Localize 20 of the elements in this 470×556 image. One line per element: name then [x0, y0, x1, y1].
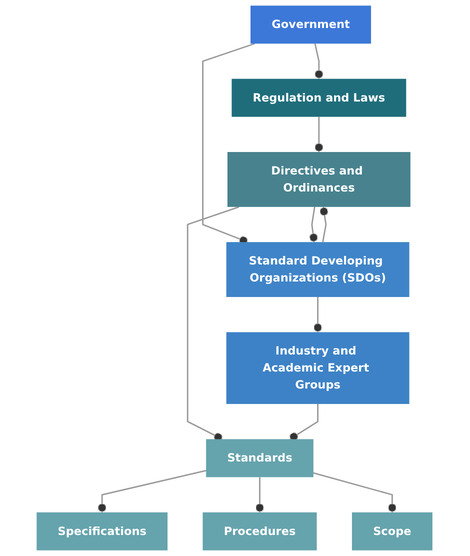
connector	[290, 404, 319, 441]
node-box: Government	[250, 6, 372, 44]
connector	[187, 206, 240, 442]
connector	[202, 42, 256, 245]
connector	[314, 472, 397, 512]
node-box: Standard Developing Organizations (SDOs)	[226, 242, 410, 297]
node-box: Specifications	[37, 512, 168, 550]
connector	[310, 206, 318, 242]
node-box: Regulation and Laws	[232, 78, 407, 117]
node-box: Standards	[206, 439, 314, 478]
node-box: Scope	[352, 512, 433, 550]
connector	[314, 297, 323, 332]
connector	[98, 470, 207, 512]
connector	[320, 206, 329, 242]
connector	[315, 116, 324, 152]
connector	[256, 477, 264, 512]
node-box: Procedures	[203, 512, 318, 550]
node-box: Industry and Academic Expert Groups	[226, 332, 410, 404]
node-box: Directives and Ordinances	[228, 152, 411, 207]
connector	[314, 43, 324, 79]
